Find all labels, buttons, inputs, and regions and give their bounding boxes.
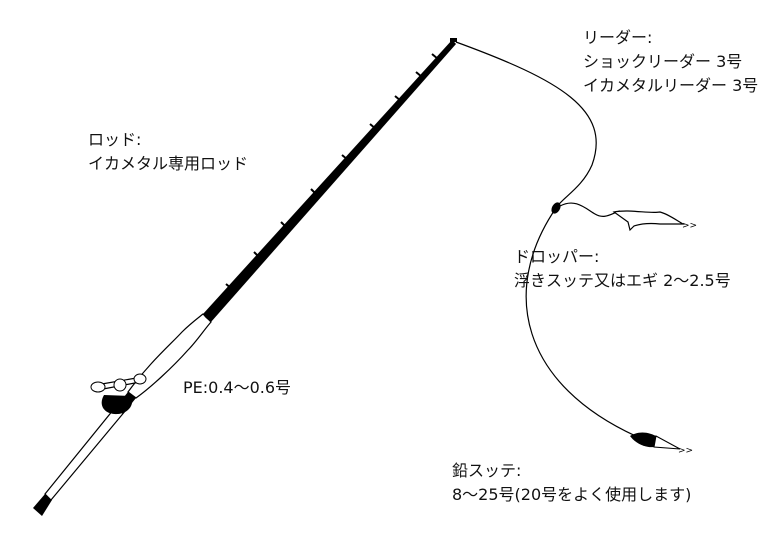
guide bbox=[310, 188, 318, 196]
dropper-value: 浮きスッテ又はエギ 2～2.5号 bbox=[514, 271, 731, 290]
rod-lower-grip bbox=[44, 403, 127, 501]
reel-knob bbox=[133, 373, 147, 385]
rod-guides bbox=[225, 53, 439, 290]
rod bbox=[33, 38, 457, 516]
rod-label: ロッド: イカメタル専用ロッド bbox=[88, 128, 248, 176]
sinker-value: 8～25号(20号をよく使用します) bbox=[452, 485, 692, 504]
guide bbox=[415, 71, 423, 78]
dropper-title: ドロッパー: bbox=[514, 247, 600, 266]
fishing-line bbox=[455, 41, 641, 439]
leader-line: ショックリーダー 3号 bbox=[583, 52, 743, 71]
leader-label: リーダー: ショックリーダー 3号 イカメタルリーダー 3号 bbox=[583, 26, 758, 98]
sinker-label: 鉛スッテ: 8～25号(20号をよく使用します) bbox=[452, 459, 691, 507]
leader-line: イカメタルリーダー 3号 bbox=[583, 76, 759, 95]
guide bbox=[280, 221, 288, 229]
reel-knob bbox=[90, 381, 106, 393]
dropper-label: ドロッパー: 浮きスッテ又はエギ 2～2.5号 bbox=[514, 245, 731, 293]
rod-butt-cap bbox=[33, 494, 52, 516]
rod-tip-top bbox=[450, 38, 457, 42]
guide bbox=[431, 53, 439, 60]
guide bbox=[253, 251, 261, 259]
guide bbox=[394, 95, 402, 102]
guide bbox=[225, 283, 233, 290]
rod-title: ロッド: bbox=[88, 130, 142, 149]
reel bbox=[90, 373, 147, 415]
svg-text:>>: >> bbox=[678, 446, 693, 456]
guide bbox=[369, 123, 377, 130]
svg-text:>>: >> bbox=[682, 221, 697, 231]
sinker-sutte: >> bbox=[630, 432, 693, 456]
main-line-value: PE:0.4～0.6号 bbox=[183, 378, 292, 397]
sinker-title: 鉛スッテ: bbox=[452, 461, 522, 480]
dropper-egi: >> bbox=[559, 202, 697, 232]
reel-knob bbox=[113, 378, 127, 392]
rod-value: イカメタル専用ロッド bbox=[88, 154, 249, 173]
main-line-label: PE:0.4～0.6号 bbox=[183, 376, 291, 400]
guide bbox=[341, 154, 349, 161]
leader-title: リーダー: bbox=[583, 28, 653, 47]
reel-body bbox=[101, 395, 133, 415]
swivel bbox=[551, 202, 561, 214]
